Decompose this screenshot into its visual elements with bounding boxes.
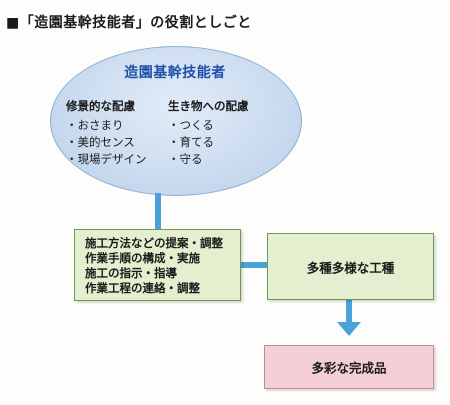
living-things-consideration-column: 生き物への配慮 ・つくる ・育てる ・守る xyxy=(168,98,249,168)
result-box: 多彩な完成品 xyxy=(264,345,434,389)
task-line: 施工方法などの提案・調整 xyxy=(85,236,223,250)
trades-box: 多種多様な工種 xyxy=(267,233,434,300)
task-line: 作業手順の構成・実施 xyxy=(85,251,200,265)
landscape-item: ・現場デザイン xyxy=(66,152,147,166)
trades-to-result-connector xyxy=(346,298,352,326)
oval-title: 造園基幹技能者 xyxy=(124,65,226,81)
trades-text: 多種多様な工種 xyxy=(306,260,395,275)
task-line: 施工の指示・指導 xyxy=(85,266,177,280)
tasks-to-trades-connector xyxy=(239,262,267,268)
title-text: ■「造園基幹技能者」の役割としごと xyxy=(6,15,252,31)
landscape-item: ・美的センス xyxy=(66,135,135,149)
task-line: 作業工程の連絡・調整 xyxy=(85,281,200,295)
living-things-item: ・育てる xyxy=(168,135,214,149)
down-arrow-icon xyxy=(337,322,361,336)
page-title: ■「造園基幹技能者」の役割としごと xyxy=(6,12,252,32)
tasks-box: 施工方法などの提案・調整 作業手順の構成・実施 施工の指示・指導 作業工程の連絡… xyxy=(74,229,241,301)
living-things-heading: 生き物への配慮 xyxy=(168,99,249,113)
landscape-consideration-column: 修景的な配慮 ・おさまり ・美的センス ・現場デザイン xyxy=(66,98,147,168)
landscape-consideration-heading: 修景的な配慮 xyxy=(66,99,135,113)
result-text: 多彩な完成品 xyxy=(311,360,387,376)
landscape-item: ・おさまり xyxy=(66,118,124,132)
skilled-worker-oval xyxy=(50,46,302,196)
living-things-item: ・守る xyxy=(168,152,203,166)
living-things-item: ・つくる xyxy=(168,118,214,132)
oval-to-tasks-connector xyxy=(155,193,161,229)
